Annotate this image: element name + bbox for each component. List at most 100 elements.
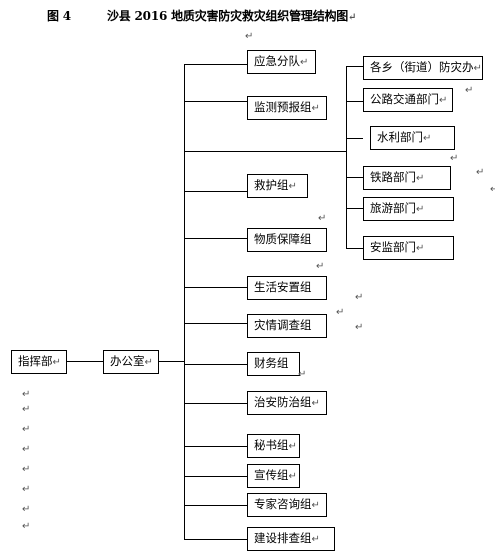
department-label: 水利部门 — [377, 130, 423, 144]
department-node: 各乡（街道）防灾办↵ — [363, 56, 483, 80]
paragraph-mark: ↵ — [311, 500, 320, 511]
group-node: 应急分队↵ — [247, 50, 316, 74]
department-label: 铁路部门 — [370, 170, 416, 184]
connector-office-trunk — [158, 361, 185, 362]
group-label: 灾情调查组 — [254, 318, 312, 332]
group-label: 监测预报组 — [254, 100, 312, 114]
paragraph-mark: ↵ — [288, 471, 297, 482]
connector-trunk — [184, 64, 185, 540]
group-node: 救护组↵ — [247, 174, 308, 198]
connector-branch — [184, 64, 247, 65]
paragraph-mark: ↵ — [22, 504, 31, 515]
connector-department — [346, 248, 363, 249]
paragraph-mark: ↵ — [423, 133, 432, 144]
paragraph-mark: ↵ — [22, 521, 31, 532]
paragraph-mark: ↵ — [311, 534, 320, 545]
connector-branch — [184, 446, 247, 447]
paragraph-mark: ↵ — [336, 307, 345, 318]
department-label: 旅游部门 — [370, 201, 416, 215]
paragraph-mark: ↵ — [311, 398, 320, 409]
connector-department — [346, 101, 363, 102]
group-label: 生活安置组 — [254, 280, 312, 294]
group-node: 监测预报组↵ — [247, 96, 327, 120]
paragraph-mark: ↵ — [288, 441, 297, 452]
paragraph-mark: ↵ — [298, 369, 307, 380]
connector-branch — [184, 238, 247, 239]
group-label: 治安防治组 — [254, 395, 312, 409]
paragraph-mark: ↵ — [144, 357, 153, 368]
group-node: 专家咨询组↵ — [247, 493, 327, 517]
connector-branch — [184, 287, 247, 288]
paragraph-mark: ↵ — [288, 181, 297, 192]
group-node: 治安防治组↵ — [247, 391, 327, 415]
department-node: 铁路部门↵ — [363, 166, 451, 190]
connector-branch-departments — [184, 151, 346, 152]
group-node: 建设排查组↵ — [247, 527, 335, 551]
paragraph-mark: ↵ — [316, 261, 325, 272]
paragraph-mark: ↵ — [416, 243, 425, 254]
paragraph-mark: ↵ — [52, 357, 61, 368]
connector-department — [346, 138, 363, 139]
paragraph-mark: ↵ — [300, 57, 309, 68]
group-label: 财务组 — [254, 356, 289, 370]
group-label: 专家咨询组 — [254, 497, 312, 511]
group-node: 物质保障组 — [247, 228, 327, 252]
group-label: 救护组 — [254, 178, 289, 192]
paragraph-mark: ↵ — [416, 173, 425, 184]
paragraph-mark: ↵ — [318, 213, 327, 224]
connector-branch — [184, 539, 247, 540]
connector-branch — [184, 403, 247, 404]
department-label: 公路交通部门 — [370, 92, 439, 106]
group-label: 宣传组 — [254, 468, 289, 482]
paragraph-mark: ↵ — [476, 167, 485, 178]
paragraph-mark: ↵ — [465, 85, 474, 96]
paragraph-mark: ↵ — [355, 322, 364, 333]
connector-branch — [184, 505, 247, 506]
group-label: 物质保障组 — [254, 232, 312, 246]
connector-branch — [184, 191, 247, 192]
department-label: 各乡（街道）防灾办 — [370, 60, 474, 74]
node-office-label: 办公室 — [110, 354, 145, 368]
paragraph-mark: ↵ — [439, 95, 448, 106]
connector-branch — [184, 476, 247, 477]
paragraph-mark: ↵ — [22, 464, 31, 475]
department-node: 旅游部门↵ — [363, 197, 454, 221]
paragraph-mark: ↵ — [22, 389, 31, 400]
group-label: 秘书组 — [254, 438, 289, 452]
node-root-label: 指挥部 — [18, 354, 53, 368]
connector-department — [346, 177, 363, 178]
group-node: 灾情调查组 — [247, 314, 327, 338]
group-node: 生活安置组 — [247, 276, 327, 300]
department-node: 水利部门↵ — [370, 126, 455, 150]
connector-branch — [184, 101, 247, 102]
paragraph-mark: ↵ — [22, 404, 31, 415]
group-node: 财务组 — [247, 352, 300, 376]
group-label: 建设排查组 — [254, 531, 312, 545]
paragraph-mark: ↵ — [22, 424, 31, 435]
paragraph-mark: ↵ — [416, 204, 425, 215]
node-office: 办公室↵ — [103, 350, 159, 374]
department-node: 安监部门↵ — [363, 236, 454, 260]
connector-root-office — [66, 361, 103, 362]
connector-departments-trunk — [346, 66, 347, 249]
paragraph-mark: ↵ — [311, 103, 320, 114]
group-node: 秘书组↵ — [247, 434, 300, 458]
figure-label: 图 4 — [47, 9, 71, 23]
node-root: 指挥部↵ — [11, 350, 67, 374]
connector-branch — [184, 323, 247, 324]
paragraph-mark: ↵ — [473, 63, 482, 74]
connector-department — [346, 66, 363, 67]
department-node: 公路交通部门↵ — [363, 88, 453, 112]
department-label: 安监部门 — [370, 240, 416, 254]
group-node: 宣传组↵ — [247, 464, 300, 488]
connector-department — [346, 208, 363, 209]
paragraph-mark: ↵ — [348, 12, 357, 23]
paragraph-mark: ↵ — [490, 184, 495, 195]
paragraph-mark: ↵ — [450, 153, 459, 164]
connector-branch — [184, 364, 247, 365]
paragraph-mark: ↵ — [245, 31, 254, 42]
group-label: 应急分队 — [254, 54, 300, 68]
paragraph-mark: ↵ — [22, 444, 31, 455]
paragraph-mark: ↵ — [355, 292, 364, 303]
